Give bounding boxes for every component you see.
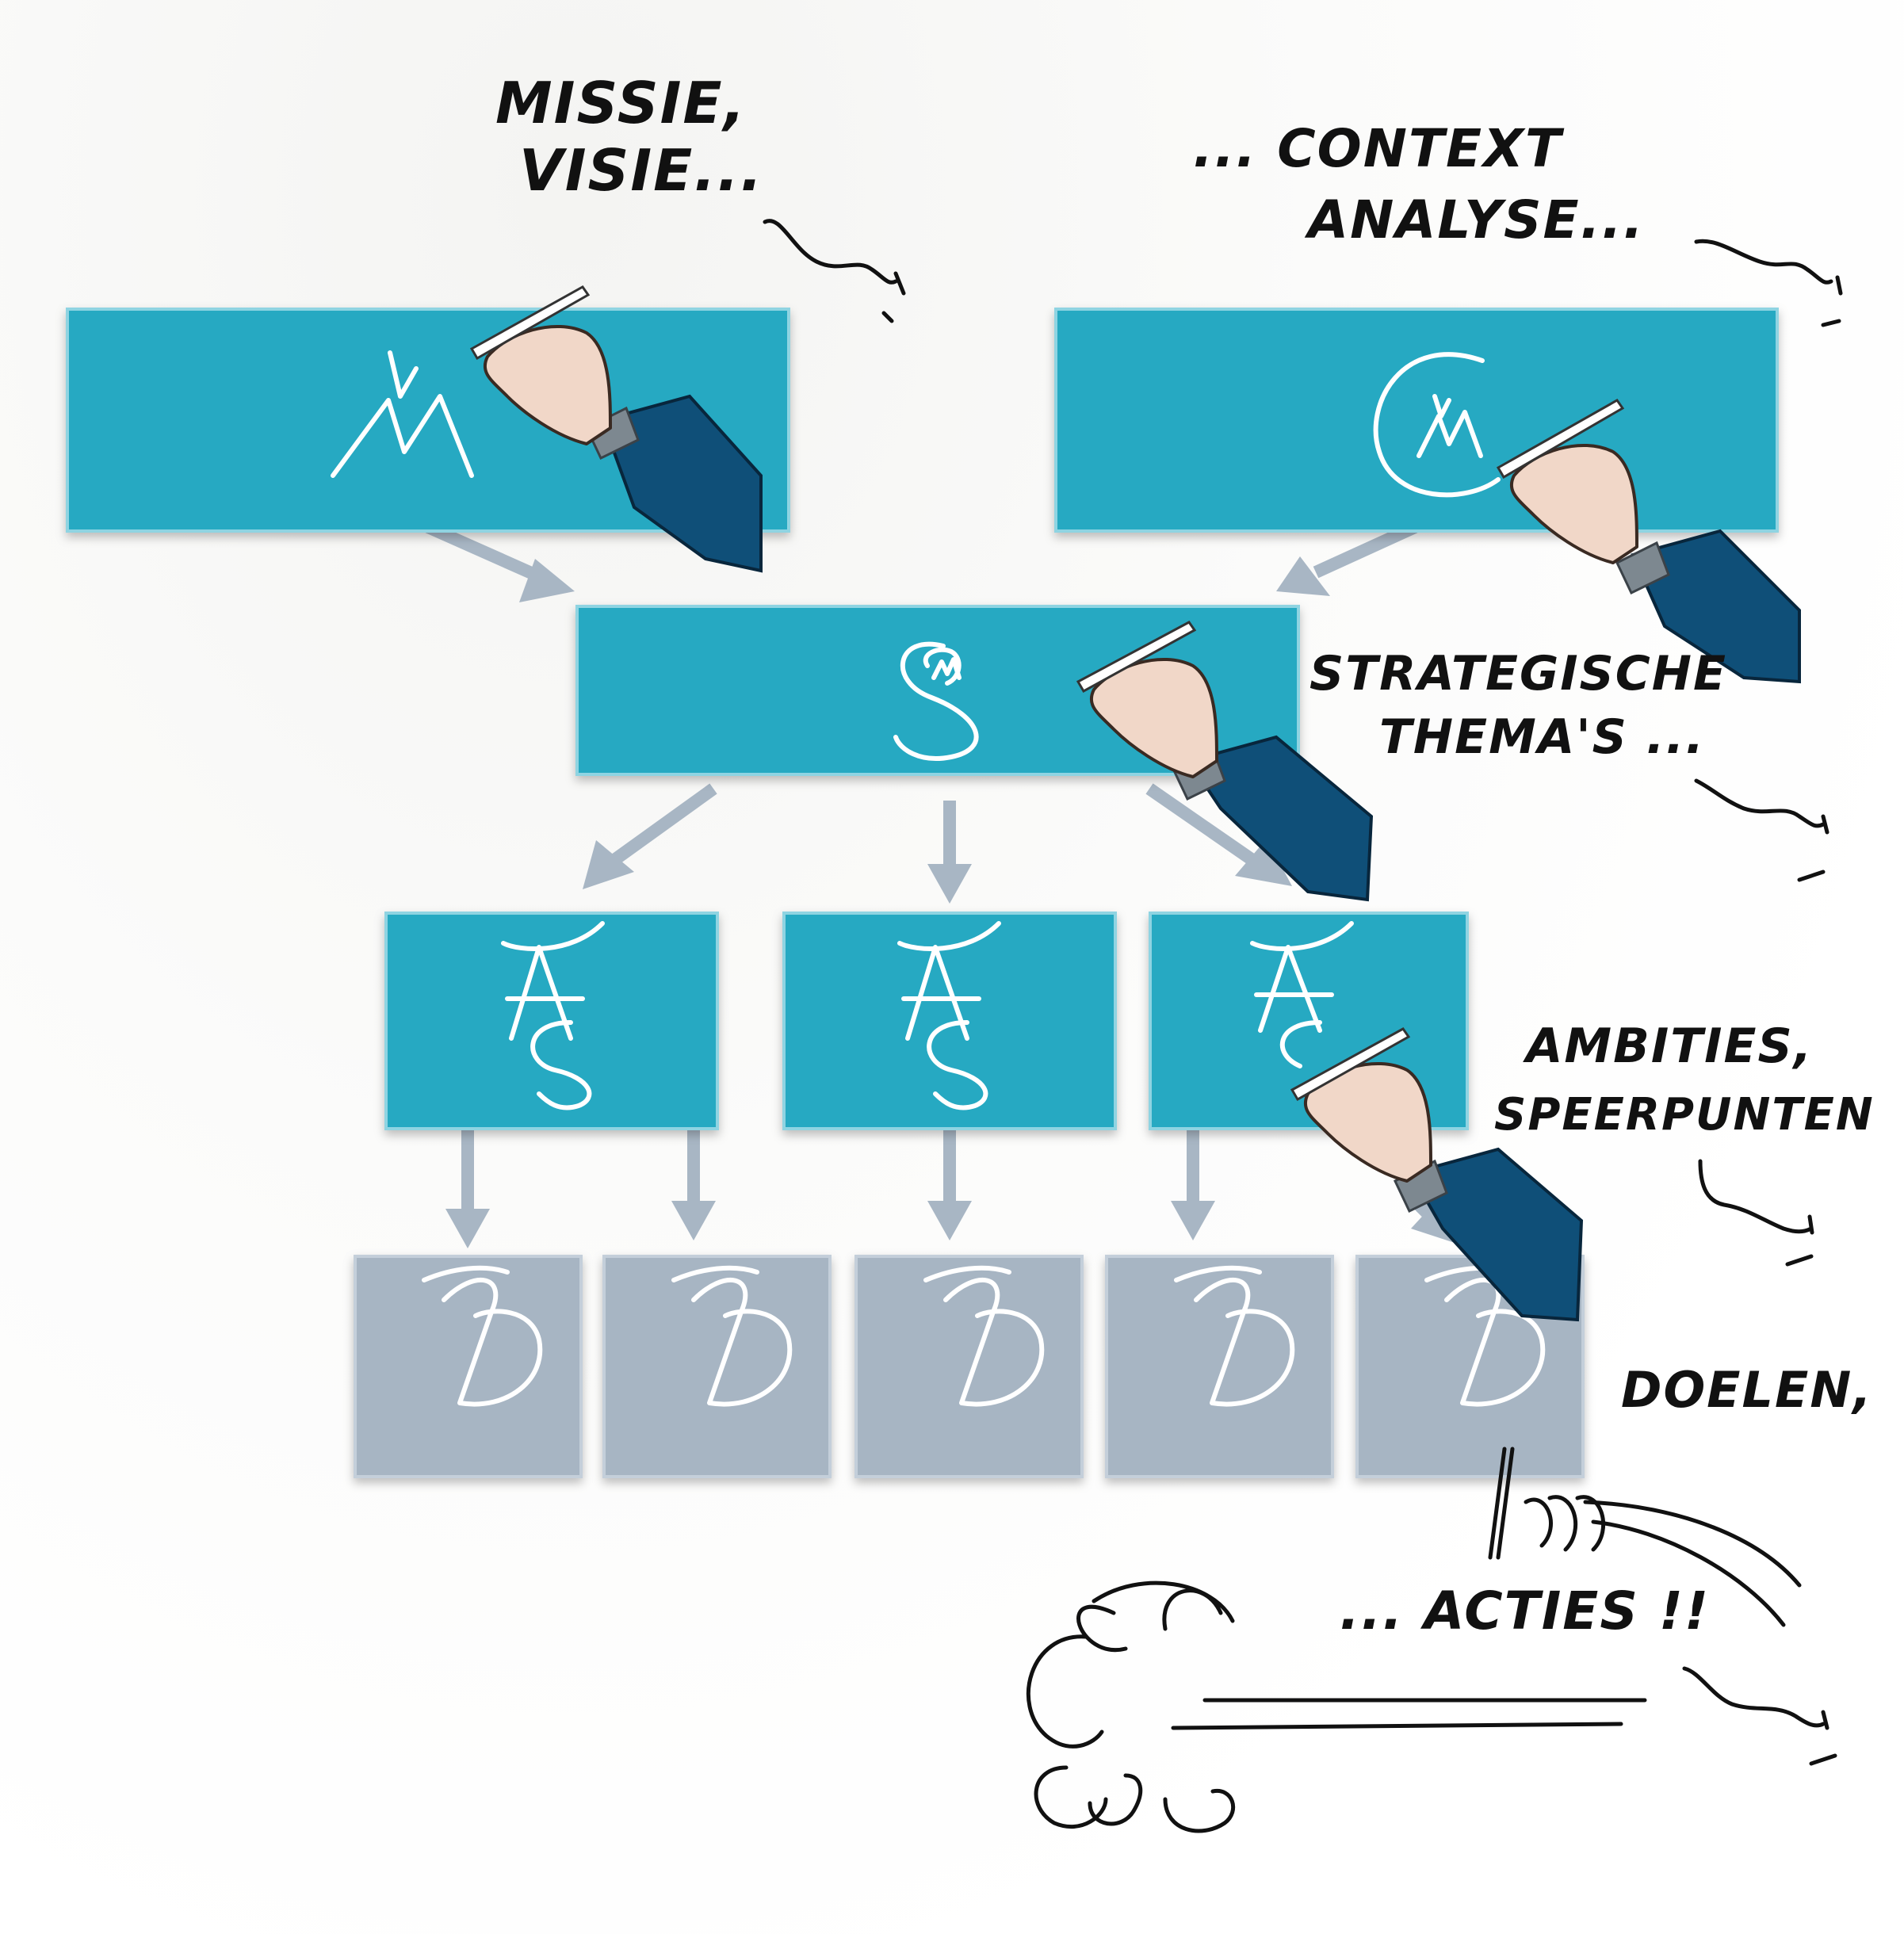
dust-cloud-icon <box>1026 1580 1236 1833</box>
label-acties: ... ACTIES !! <box>1340 1580 1710 1642</box>
arrow-strategie-to-ambitie-1 <box>583 783 717 889</box>
label-missie-line1: MISSIE, <box>495 70 747 136</box>
label-ambities-line1: AMBITIES, <box>1523 1019 1813 1074</box>
glyph-d-icon-4 <box>1174 1265 1295 1407</box>
arrow-ambitie-to-doel-4 <box>1171 1122 1215 1240</box>
glyph-a-icon-2 <box>897 921 1001 1110</box>
glyph-d-icon-1 <box>422 1265 543 1407</box>
drawing-hand-icon-3 <box>1076 621 1374 902</box>
label-missie-line2: VISIE... <box>519 137 763 204</box>
glyph-m-icon <box>331 350 474 478</box>
arrow-missie-to-strategie <box>425 521 575 602</box>
doel-box-3 <box>855 1255 1084 1478</box>
label-strategische-line2: THEMA'S ... <box>1379 709 1705 765</box>
label-ambities-line2: SPEERPUNTEN <box>1494 1089 1875 1141</box>
label-context-line1: ... CONTEXT <box>1193 118 1565 179</box>
drawing-hand-icon-4 <box>1290 1027 1584 1322</box>
squiggle-decorations <box>763 219 1843 1766</box>
doel-box-2 <box>602 1255 832 1478</box>
drawing-hand-icon-2 <box>1496 399 1801 684</box>
arrow-ambitie-to-doel-1 <box>445 1122 490 1248</box>
label-strategische-line1: STRATEGISCHE <box>1309 646 1727 701</box>
label-context-line2: ANALYSE... <box>1304 189 1645 250</box>
glyph-d-icon-2 <box>671 1265 793 1407</box>
glyph-c-icon <box>1373 352 1501 498</box>
arrow-strategie-to-ambitie-3 <box>1145 783 1292 886</box>
arrow-ambitie-to-doel-2 <box>671 1122 716 1240</box>
doel-box-4 <box>1105 1255 1334 1478</box>
glyph-s-icon <box>893 641 979 761</box>
flow-arrows <box>425 521 1455 1248</box>
glyph-a-icon-3 <box>1250 921 1354 1068</box>
arrow-strategie-to-ambitie-2 <box>927 801 972 904</box>
context-analyse-box <box>1054 308 1779 533</box>
arrow-ambitie-to-doel-3 <box>927 1122 972 1240</box>
drawing-hand-icon-1 <box>469 285 763 573</box>
arrow-context-to-strategie <box>1276 521 1418 596</box>
label-doelen: DOELEN, <box>1621 1361 1873 1419</box>
doel-box-1 <box>354 1255 583 1478</box>
glyph-d-icon-3 <box>923 1265 1045 1407</box>
glyph-a-icon-1 <box>501 921 605 1110</box>
motion-lines-icon <box>1171 1447 1802 1730</box>
